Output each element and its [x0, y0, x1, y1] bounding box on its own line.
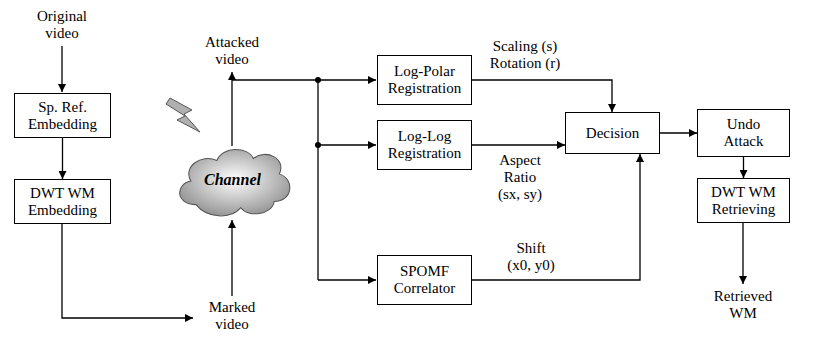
node-text: Channel [204, 171, 261, 188]
branch-line [232, 79, 318, 80]
result-arrow [742, 223, 743, 284]
edge-label: Aspect Ratio (sx, sy) [495, 152, 545, 203]
edge-label: Scaling (s) Rotation (r) [484, 38, 566, 72]
process-box: Log-Polar Registration [377, 55, 472, 105]
junction-dot [315, 142, 321, 148]
process-box: Undo Attack [697, 109, 790, 157]
branch-arrow [318, 279, 376, 280]
node-text: Undo Attack [714, 116, 774, 150]
node-text: Decision [586, 125, 639, 142]
flow-arrow [660, 132, 697, 133]
node-text: DWT WM Embedding [19, 185, 106, 219]
junction-dot [315, 77, 321, 83]
edge-label: Shift (x0, y0) [505, 240, 557, 274]
io-label: Marked video [197, 299, 267, 333]
flow-arrow [743, 157, 744, 178]
node-text: Log-Log Registration [382, 128, 467, 162]
channel-cloud: Channel [170, 138, 295, 220]
node-text: SPOMF Correlator [382, 263, 467, 297]
process-box: DWT WM Embedding [14, 179, 111, 224]
decision-box: Decision [565, 112, 660, 154]
flow-arrow [62, 138, 63, 179]
io-label: Retrieved WM [708, 288, 778, 322]
io-label: Original video [27, 8, 97, 42]
flow-arrow [472, 144, 565, 145]
node-text: Log-Polar Registration [382, 63, 467, 97]
branch-arrow [318, 144, 376, 145]
cloud-shape [180, 150, 290, 216]
channel-in-arrow [231, 220, 232, 296]
process-box: DWT WM Retrieving [697, 178, 790, 223]
flow-arrow [472, 80, 612, 112]
lightning-bolt [166, 98, 200, 132]
node-text: DWT WM Retrieving [702, 184, 785, 218]
process-box: Log-Log Registration [377, 120, 472, 170]
branch-line [317, 80, 318, 280]
channel-out-arrow [231, 72, 232, 146]
input-arrow [61, 46, 62, 92]
process-box: Sp. Ref. Embedding [14, 93, 111, 138]
branch-arrow [318, 79, 376, 80]
node-text: Sp. Ref. Embedding [19, 99, 106, 133]
output-arrow [62, 224, 193, 318]
io-label: Attacked video [197, 34, 267, 68]
process-box: SPOMF Correlator [377, 255, 472, 305]
